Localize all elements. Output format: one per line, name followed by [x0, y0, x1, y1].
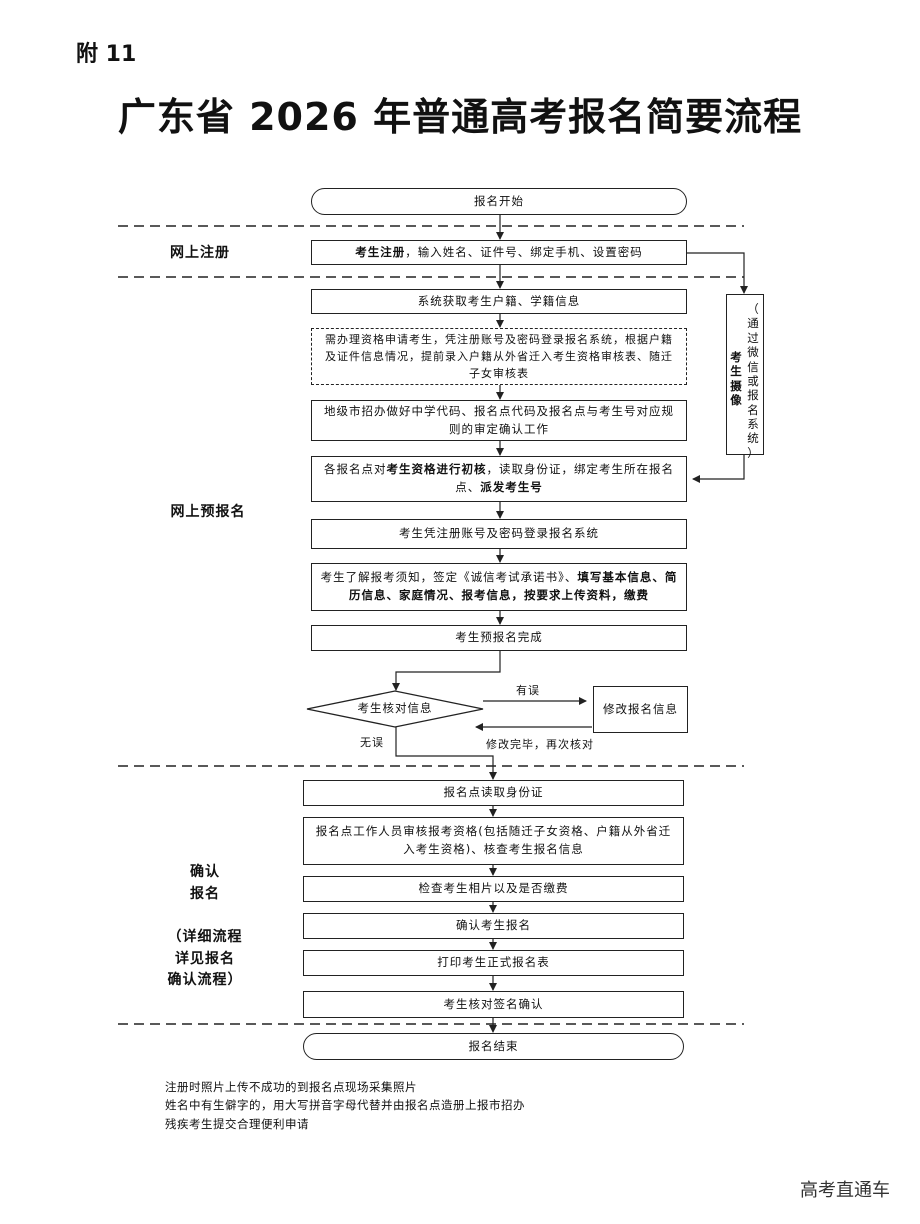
photo-method-char: 过 [747, 330, 759, 345]
initial-check-text-2: ，读取身份证，绑定考生所在报名点、 [455, 462, 674, 494]
photo-label-char: 像 [730, 393, 742, 408]
photo-capture-method: （通过微信或报名系统） [745, 302, 761, 460]
section-dividers [118, 225, 744, 1025]
section-confirm-registration: 确认报名 （详细流程详见报名确认流程） [150, 862, 260, 992]
photo-label-char: 摄 [730, 378, 742, 393]
staff-review-step: 报名点工作人员审核报考资格(包括随迁子女资格、户籍从外省迁入考生资格)、核查考生… [303, 817, 684, 865]
fill-info-step: 考生了解报考须知，签定《诚信考试承诺书》、填写基本信息、简历信息、家庭情况、报考… [311, 563, 687, 611]
fill-info-bold: 填写基本信息、简历信息、家庭情况、报考信息，按要求上传资料，缴费 [349, 570, 678, 602]
sign-confirm-step: 考生核对签名确认 [303, 991, 684, 1018]
section-online-register: 网上注册 [170, 245, 230, 261]
no-error-label: 无误 [360, 736, 384, 749]
modify-done-label: 修改完毕，再次核对 [486, 738, 594, 751]
fetch-info-step: 系统获取考生户籍、学籍信息 [311, 289, 687, 314]
confirm-section-line: 确认流程） [167, 972, 243, 989]
confirm-registration-step: 确认考生报名 [303, 913, 684, 939]
verify-decision [306, 690, 484, 728]
qualification-apply-step: 需办理资格申请考生，凭注册账号及密码登录报名系统，根据户籍及证件信息情况，提前录… [311, 328, 687, 385]
photo-method-char: （ [747, 302, 759, 316]
photo-method-char: ） [747, 445, 759, 460]
register-step: 考生注册，输入姓名、证件号、绑定手机、设置密码 [311, 240, 687, 265]
photo-method-char: 微 [747, 345, 759, 360]
register-step-bold: 考生注册 [355, 244, 406, 259]
photo-method-char: 统 [747, 431, 759, 446]
modify-info-step: 修改报名信息 [593, 686, 688, 733]
read-id-step: 报名点读取身份证 [303, 780, 684, 806]
photo-method-char: 通 [747, 316, 759, 331]
start-node: 报名开始 [311, 188, 687, 215]
watermark: 高考直通车 [800, 1180, 890, 1201]
photo-label-char: 生 [730, 364, 742, 379]
photo-method-char: 系 [747, 417, 759, 431]
note-item: 残疾考生提交合理便利申请 [165, 1116, 309, 1131]
photo-method-char: 信 [747, 359, 759, 374]
check-photo-step: 检查考生相片以及是否缴费 [303, 876, 684, 902]
confirm-section-line: 报名 [190, 885, 220, 902]
confirm-section-line [150, 905, 260, 927]
fill-info-text: 考生了解报考须知，签定《诚信考试承诺书》、 [320, 570, 578, 585]
photo-method-char: 报 [747, 388, 759, 403]
register-step-text: ，输入姓名、证件号、绑定手机、设置密码 [405, 244, 643, 259]
footer-notes: 注册时照片上传不成功的到报名点现场采集照片 姓名中有生僻字的，用大写拼音字母代替… [165, 1078, 525, 1133]
note-item: 姓名中有生僻字的，用大写拼音字母代替并由报名点造册上报市招办 [165, 1098, 525, 1113]
initial-check-bold-1: 考生资格进行初核 [386, 462, 487, 477]
photo-method-char: 名 [747, 402, 759, 417]
initial-check-text-1: 各报名点对 [324, 462, 387, 477]
photo-capture-label: 考生摄像 [728, 350, 744, 408]
confirm-section-line: 详见报名 [175, 950, 235, 967]
has-error-label: 有误 [516, 684, 540, 697]
page-title: 广东省 2026 年普通高考报名简要流程 [117, 95, 803, 139]
note-item: 注册时照片上传不成功的到报名点现场采集照片 [165, 1080, 417, 1094]
photo-label-char: 考 [730, 350, 742, 364]
prereg-done-step: 考生预报名完成 [311, 625, 687, 651]
attachment-label: 附 11 [76, 42, 137, 67]
city-office-step: 地级市招办做好中学代码、报名点代码及报名点与考生号对应规则的审定确认工作 [311, 400, 687, 441]
photo-capture-box [726, 294, 764, 455]
section-online-prereg: 网上预报名 [170, 504, 246, 520]
initial-check-bold-2: 派发考生号 [480, 480, 543, 494]
confirm-section-line: （详细流程 [167, 929, 243, 946]
photo-method-char: 或 [747, 373, 759, 388]
verify-decision-label: 考生核对信息 [357, 701, 433, 715]
print-form-step: 打印考生正式报名表 [303, 950, 684, 976]
initial-check-step: 各报名点对考生资格进行初核，读取身份证，绑定考生所在报名点、派发考生号 [311, 456, 687, 502]
login-system-step: 考生凭注册账号及密码登录报名系统 [311, 519, 687, 549]
confirm-section-line: 确认 [190, 864, 220, 880]
end-node: 报名结束 [303, 1033, 684, 1060]
